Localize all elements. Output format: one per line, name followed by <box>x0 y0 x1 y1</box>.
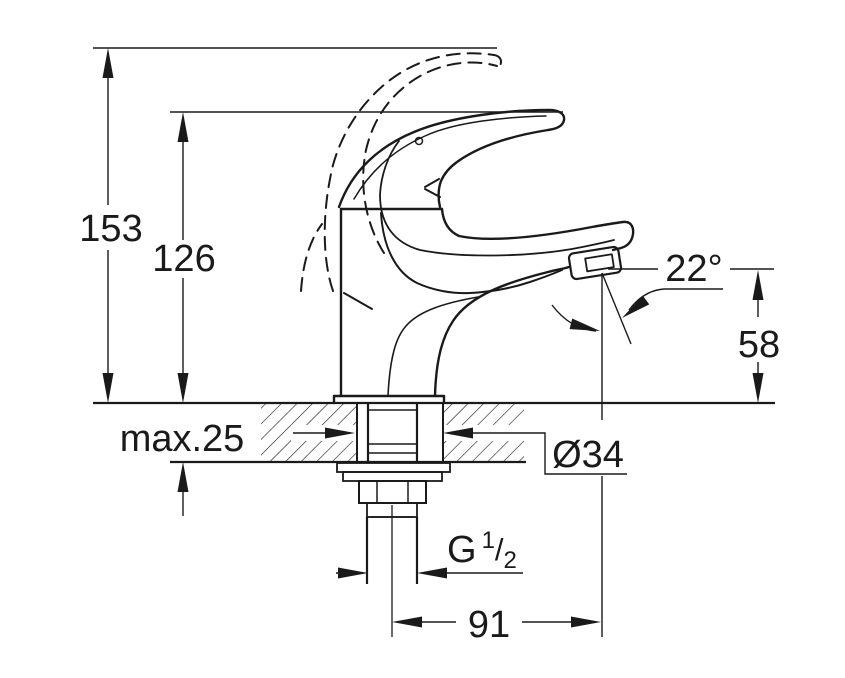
arrow-153-top <box>102 48 114 78</box>
arrow-hole-left <box>325 427 355 439</box>
mounting-nut <box>358 480 427 504</box>
body-upper-crease <box>379 140 615 257</box>
base-plate <box>332 394 446 405</box>
label-hole-diameter: Ø34 <box>552 434 624 476</box>
dim-leader-hole-diameter <box>471 432 627 475</box>
deck-and-mounting <box>93 401 775 637</box>
arrow-58-bottom <box>752 373 764 403</box>
raised-handle-dashed <box>300 52 503 310</box>
hatch-gap-band <box>291 425 547 441</box>
label-handle-height: 126 <box>152 238 215 280</box>
handle-chamfer-line <box>353 115 547 200</box>
spout-top-edge <box>440 207 635 252</box>
thread-slash: / <box>495 532 504 567</box>
arrow-153-bottom <box>102 373 114 403</box>
angle-leader-curve <box>628 288 665 311</box>
dimension-lines <box>93 47 774 637</box>
mounting-washer-plate <box>336 462 451 473</box>
arrow-max25 <box>177 462 189 492</box>
handle-screw-hole <box>414 136 424 146</box>
arrow-91-left <box>392 616 422 628</box>
arrow-126-bottom <box>177 373 189 403</box>
spout-aerator <box>567 245 623 281</box>
label-spout-angle: 22° <box>665 248 722 290</box>
spout-bottom-edge <box>433 265 571 398</box>
arrow-58-top <box>752 270 764 300</box>
thread-numerator: 1 <box>482 527 495 554</box>
label-max-deck-thickness: max.25 <box>120 418 245 460</box>
raised-handle-dash-b <box>424 178 441 198</box>
label-spout-reach: 91 <box>468 604 510 646</box>
label-spout-outlet-height: 58 <box>738 324 780 366</box>
shank-thread-lines <box>368 409 417 454</box>
mounting-nut-facets <box>376 481 409 503</box>
deck-hole-edges <box>356 403 444 462</box>
body-c-crease <box>380 212 563 295</box>
label-overall-height: 153 <box>79 208 142 250</box>
aerator-housing <box>567 245 623 281</box>
mounting-washer-second <box>342 471 443 482</box>
arrow-thread-left <box>338 567 368 579</box>
raised-handle-inner-curve <box>362 61 498 254</box>
raised-handle-left-arc <box>300 223 323 292</box>
handle-lever-outline <box>337 108 566 209</box>
faucet-body <box>332 108 635 405</box>
arrow-91-right <box>571 616 601 628</box>
thread-prefix: G <box>447 529 477 571</box>
raised-handle-dash-a <box>343 292 373 310</box>
aerator-insert <box>584 253 615 273</box>
raised-handle-outer-curve <box>323 52 495 292</box>
arrow-angle-arc <box>569 318 600 331</box>
arrow-angle-leader <box>622 295 650 318</box>
arrow-thread-right <box>417 567 447 579</box>
arrow-126-top <box>177 112 189 142</box>
arrowheads <box>102 48 764 628</box>
thread-denominator: 2 <box>504 547 517 574</box>
body-inner-waist-line <box>387 296 479 397</box>
spout-angle-line <box>601 272 632 345</box>
arrow-hole-right <box>443 427 473 439</box>
raised-handle-tip-cap <box>493 54 503 68</box>
